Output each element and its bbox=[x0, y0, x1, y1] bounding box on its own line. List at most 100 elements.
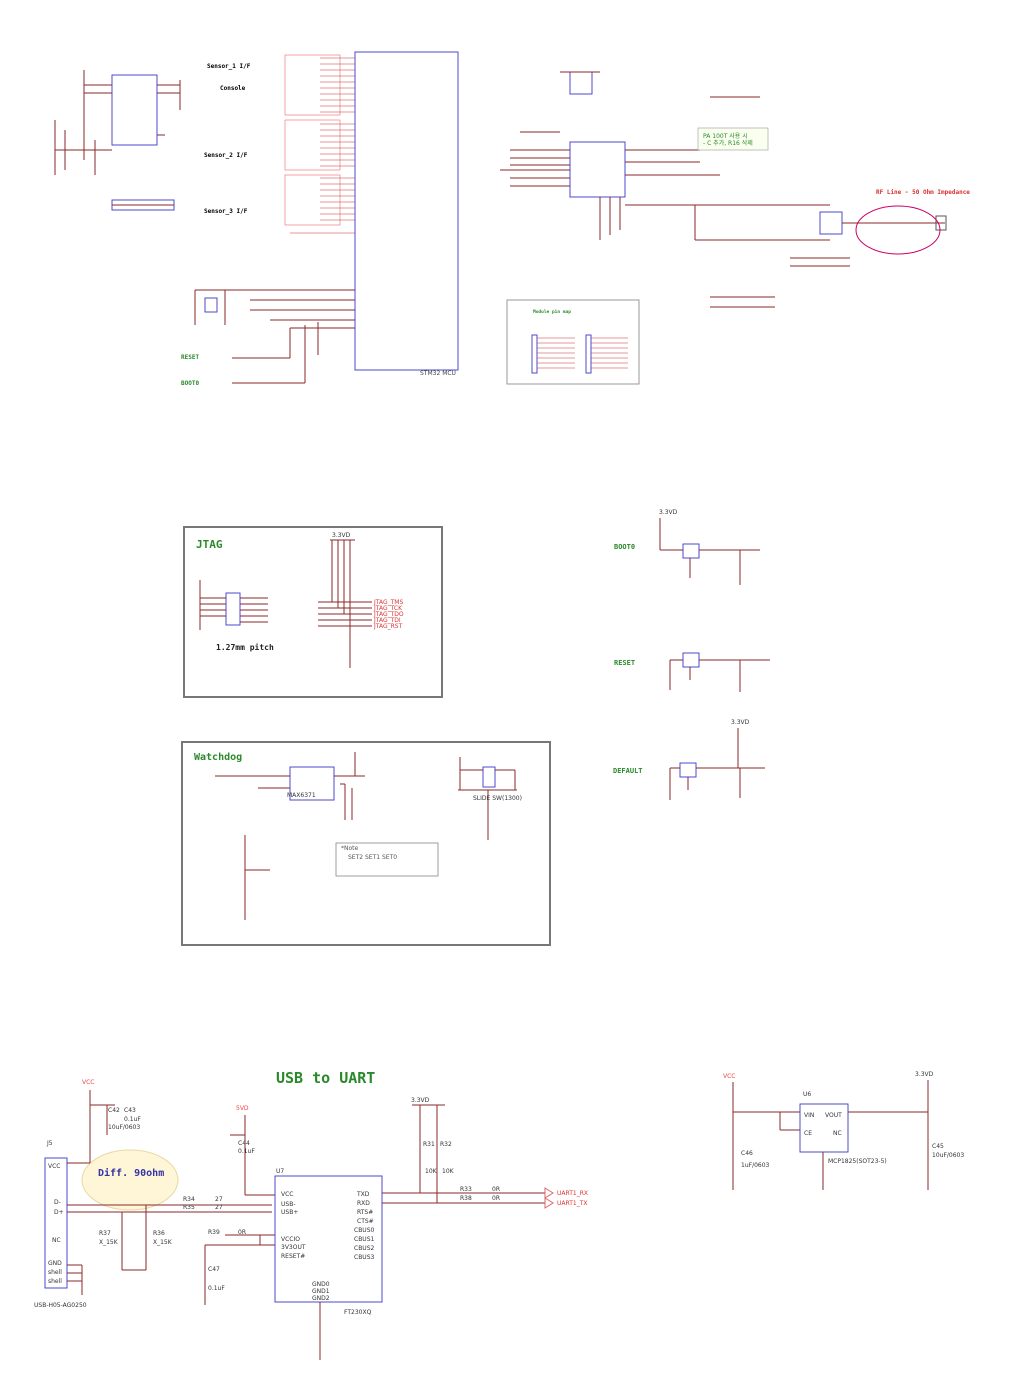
watchdog-section: Watchdog MAX6371 SLIDE SW(1300) *Note SE… bbox=[181, 741, 551, 946]
module-pin-map-label: Module pin map bbox=[533, 309, 571, 315]
res-r36: R36 bbox=[153, 1230, 165, 1237]
res-r37: R37 bbox=[99, 1230, 111, 1237]
pa-note: PA 100T 사용 시 bbox=[703, 132, 748, 140]
ldo-pin-vin: VIN bbox=[804, 1112, 814, 1119]
chip-pin-reset: RESET# bbox=[281, 1253, 305, 1260]
uart-chip-ref: U7 bbox=[276, 1168, 284, 1175]
ldo-cin-ref: C46 bbox=[741, 1150, 753, 1157]
res-r35-val: 27 bbox=[215, 1204, 223, 1211]
jtag-tck-label: JTAG_TCK bbox=[373, 605, 403, 612]
watchdog-title: Watchdog bbox=[194, 752, 242, 763]
mcu-name: STM32 MCU bbox=[420, 370, 456, 377]
watchdog-frame bbox=[181, 741, 551, 946]
res-r32: R32 bbox=[440, 1141, 452, 1148]
conn-pin-shell-2: shell bbox=[48, 1278, 62, 1285]
sensor1-label: Sensor_1 I/F bbox=[207, 63, 251, 70]
diff-impedance-label: Diff. 90ohm bbox=[98, 1167, 164, 1179]
chip-pin-gnd1: GND1 bbox=[312, 1288, 330, 1295]
usb-connector-part: USB-H05-AG0250 bbox=[34, 1302, 87, 1309]
module-pin-map-box: Module pin map bbox=[506, 299, 640, 385]
chip-pin-txd: TXD bbox=[356, 1191, 370, 1198]
usb-connector-ref: J5 bbox=[46, 1140, 53, 1147]
chip-pin-cbus2: CBUS2 bbox=[354, 1245, 375, 1252]
cap-c44-val: 0.1uF bbox=[238, 1148, 255, 1155]
jtag-rst-label: JTAG_RST bbox=[373, 623, 403, 630]
reset-net-label: RESET bbox=[181, 354, 199, 361]
usb-5v-label: 5VD bbox=[236, 1105, 249, 1112]
reset-button-label: RESET bbox=[614, 659, 635, 667]
chip-pin-cbus3: CBUS3 bbox=[354, 1254, 375, 1261]
res-r38: R38 bbox=[460, 1195, 472, 1202]
ldo-cin-val: 1uF/0603 bbox=[741, 1162, 770, 1169]
jtag-vcc-label: 3.3VD bbox=[332, 532, 351, 539]
pa-note-2: - C 추가, R16 삭제 bbox=[703, 139, 753, 147]
chip-pin-3v3out: 3V3OUT bbox=[281, 1244, 306, 1251]
res-r36-val: X_15K bbox=[153, 1239, 173, 1246]
uart-tx-label: UART1_TX bbox=[557, 1200, 588, 1207]
chip-pin-gnd2: GND2 bbox=[312, 1295, 330, 1302]
chip-pin-cts: CTS# bbox=[357, 1218, 374, 1225]
res-r33: R33 bbox=[460, 1186, 472, 1193]
console-label: Console bbox=[220, 85, 246, 92]
conn-pin-shell-1: shell bbox=[48, 1269, 62, 1276]
jtag-section: JTAG 3.3VD JTAG_TMS JTAG_TCK JTAG_TDO JT… bbox=[183, 526, 443, 698]
watchdog-note-line: SET2 SET1 SET0 bbox=[348, 854, 397, 861]
res-r31-val: 10K bbox=[425, 1168, 438, 1175]
ldo-pin-ce: CE bbox=[804, 1130, 812, 1137]
chip-pin-gnd0: GND0 bbox=[312, 1281, 330, 1288]
ldo-section: VCC 3.3VD U6 VIN VOUT CE NC MCP1825(SOT2… bbox=[723, 1071, 964, 1190]
boot0-net-label: BOOT0 bbox=[181, 380, 199, 387]
usb-vcc-label: VCC bbox=[82, 1079, 94, 1086]
chip-pin-vccio: VCCIO bbox=[281, 1236, 300, 1243]
conn-pin-nc: NC bbox=[52, 1237, 61, 1244]
uart-rx-label: UART1_RX bbox=[557, 1190, 588, 1197]
jtag-tdi-label: JTAG_TDI bbox=[373, 617, 401, 624]
default-button-label: DEFAULT bbox=[613, 767, 643, 775]
res-r33-val: 0R bbox=[492, 1186, 500, 1193]
chip-pin-cbus1: CBUS1 bbox=[354, 1236, 375, 1243]
cap-c43-val: 0.1uF bbox=[124, 1116, 141, 1123]
watchdog-note-title: *Note bbox=[341, 845, 359, 852]
jtag-title: JTAG bbox=[196, 538, 223, 551]
sensor3-label: Sensor_3 I/F bbox=[204, 208, 248, 215]
ldo-vin-label: VCC bbox=[723, 1073, 735, 1080]
uart-chip-part: FT230XQ bbox=[344, 1309, 372, 1316]
conn-pin-vcc: VCC bbox=[48, 1163, 60, 1170]
res-r38-val: 0R bbox=[492, 1195, 500, 1202]
usb-uart-section: USB to UART VCC 5VD 3.3VD J5 USB-H05-AG0… bbox=[34, 1069, 588, 1360]
res-r39-val: 0R bbox=[238, 1229, 246, 1236]
res-r37-val: X_15K bbox=[99, 1239, 119, 1246]
chip-pin-usbm: USB- bbox=[281, 1201, 295, 1208]
buttons-vcc-label-1: 3.3VD bbox=[659, 509, 678, 516]
crystal-reset-boot-block: RESET BOOT0 bbox=[181, 289, 355, 387]
rf-module-block: PA 100T 사용 시 - C 추가, R16 삭제 RF Line - 50… bbox=[500, 71, 970, 308]
usb-uart-title: USB to UART bbox=[276, 1069, 375, 1087]
cap-c42: C42 bbox=[108, 1107, 120, 1114]
chip-pin-usbp: USB+ bbox=[281, 1209, 298, 1216]
res-r34-val: 27 bbox=[215, 1196, 223, 1203]
buttons-vcc-label-2: 3.3VD bbox=[731, 719, 750, 726]
chip-pin-rxd: RXD bbox=[357, 1200, 370, 1207]
top-left-regulator-block bbox=[54, 70, 181, 211]
chip-pin-cbus0: CBUS0 bbox=[354, 1227, 375, 1234]
boot0-button-label: BOOT0 bbox=[614, 543, 635, 551]
ldo-chip-ref: U6 bbox=[803, 1091, 811, 1098]
res-r32-val: 10K bbox=[442, 1168, 455, 1175]
jtag-tms-label: JTAG_TMS bbox=[373, 599, 403, 606]
sensor2-label: Sensor_2 I/F bbox=[204, 152, 248, 159]
rf-line-label: RF Line - 50 Ohm Impedance bbox=[876, 189, 970, 196]
cap-c43: C43 bbox=[124, 1107, 136, 1114]
cap-c47-val: 0.1uF bbox=[208, 1285, 225, 1292]
res-r31: R31 bbox=[423, 1141, 435, 1148]
jtag-pitch-label: 1.27mm pitch bbox=[216, 642, 274, 652]
ldo-vout-label: 3.3VD bbox=[915, 1071, 934, 1078]
mcu-net-labels bbox=[284, 54, 341, 226]
conn-pin-gnd: GND bbox=[48, 1260, 62, 1267]
top-sensor-labels: Sensor_1 I/F Console Sensor_2 I/F Sensor… bbox=[204, 63, 251, 215]
ldo-pin-vout: VOUT bbox=[825, 1112, 842, 1119]
watchdog-chip: MAX6371 bbox=[287, 792, 316, 799]
cap-c42-val: 10uF/0603 bbox=[108, 1124, 140, 1131]
res-r39: R39 bbox=[208, 1229, 220, 1236]
chip-pin-rts: RTS# bbox=[357, 1209, 373, 1216]
